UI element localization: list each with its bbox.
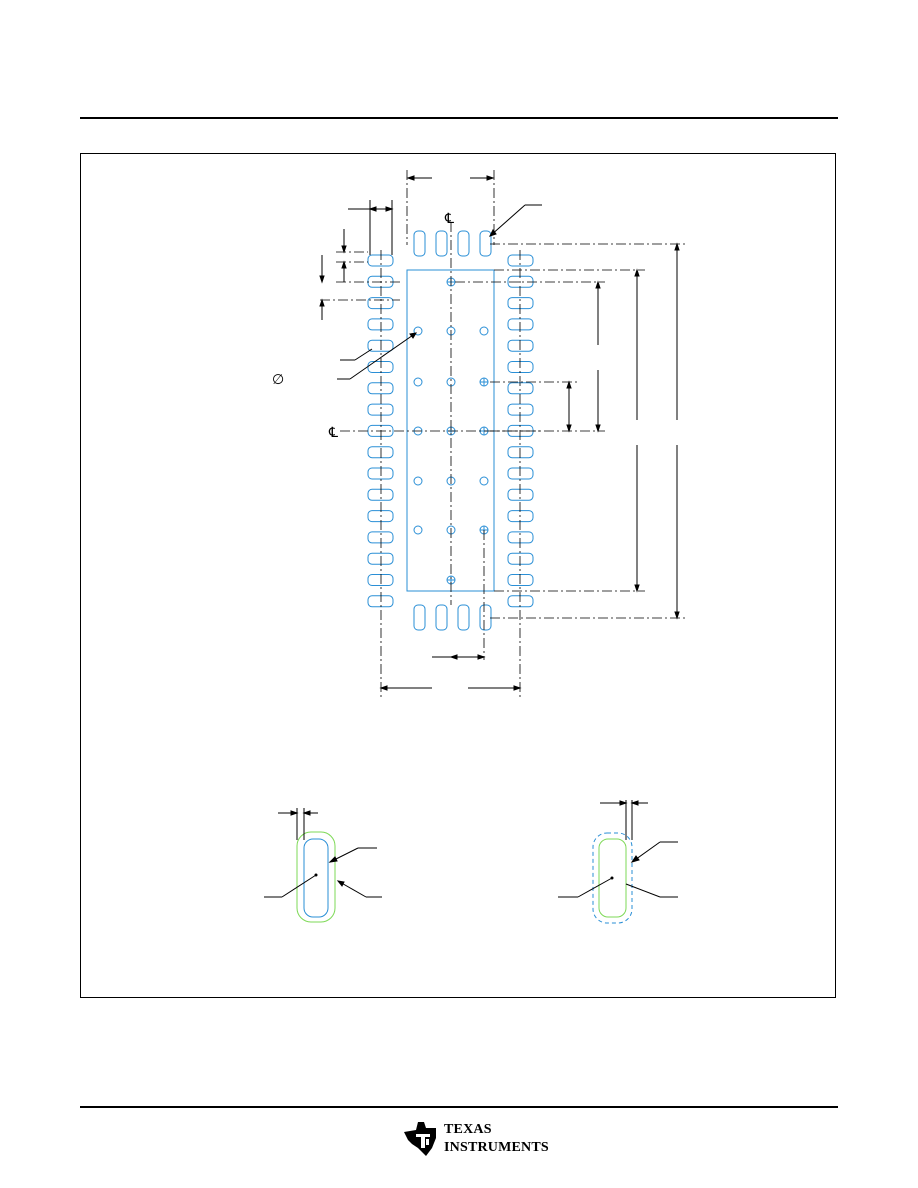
left-pad [367,488,394,501]
thermal-via [479,326,489,336]
pad-detail-left [264,808,382,923]
right-pad [507,574,534,586]
thermal-via [413,525,423,535]
left-pad [367,574,394,586]
right-pad [507,382,534,395]
drawing-frame [80,153,836,998]
top-pad-row [413,230,492,257]
ti-state-logo-icon [404,1122,436,1156]
diameter-symbol: ∅ [272,372,284,388]
thermal-via [413,476,423,486]
thermal-pad [406,269,495,592]
top-pad [413,230,426,257]
left-pad [367,510,394,523]
right-pad [507,361,534,373]
right-pad [507,297,534,310]
bottom-pad [435,604,448,631]
right-pad [507,254,534,267]
bottom-pad [413,604,426,631]
top-pad [435,230,448,257]
dimension-lines [319,175,680,691]
right-pad [507,467,534,480]
left-pad [367,403,394,416]
right-pad [507,318,534,331]
pad-detail-right [558,800,678,924]
bottom-pad-row [413,604,492,631]
left-pad [367,361,394,373]
logo-text-instruments: INSTRUMENTS [444,1140,549,1155]
logo-text-texas: TEXAS [444,1122,492,1137]
thermal-via [413,377,423,387]
right-pad [507,403,534,416]
right-pad [507,446,534,459]
left-pad [367,595,394,608]
bottom-pad [479,604,492,631]
right-pad-column [507,254,534,608]
left-pad [367,446,394,459]
thermal-via [479,476,489,486]
left-pad [367,531,394,544]
centerline-symbol-left: ℄ [328,425,338,441]
footer-rule [80,1106,838,1108]
bottom-pad [457,604,470,631]
right-pad [507,595,534,608]
left-pad [367,339,394,352]
header-rule [80,117,838,119]
top-pad [457,230,470,257]
thermal-via [413,326,423,336]
right-pad [507,339,534,352]
left-pad [367,552,394,565]
top-pad [479,230,492,257]
left-pad [367,318,394,331]
left-pad [367,382,394,395]
left-pad [367,254,394,267]
right-pad [507,488,534,501]
left-pad [367,467,394,480]
right-pad [507,531,534,544]
left-pad [367,297,394,310]
centerline-symbol-top: ℄ [444,211,454,227]
right-pad [507,552,534,565]
right-pad [507,510,534,523]
centerlines [320,170,688,700]
